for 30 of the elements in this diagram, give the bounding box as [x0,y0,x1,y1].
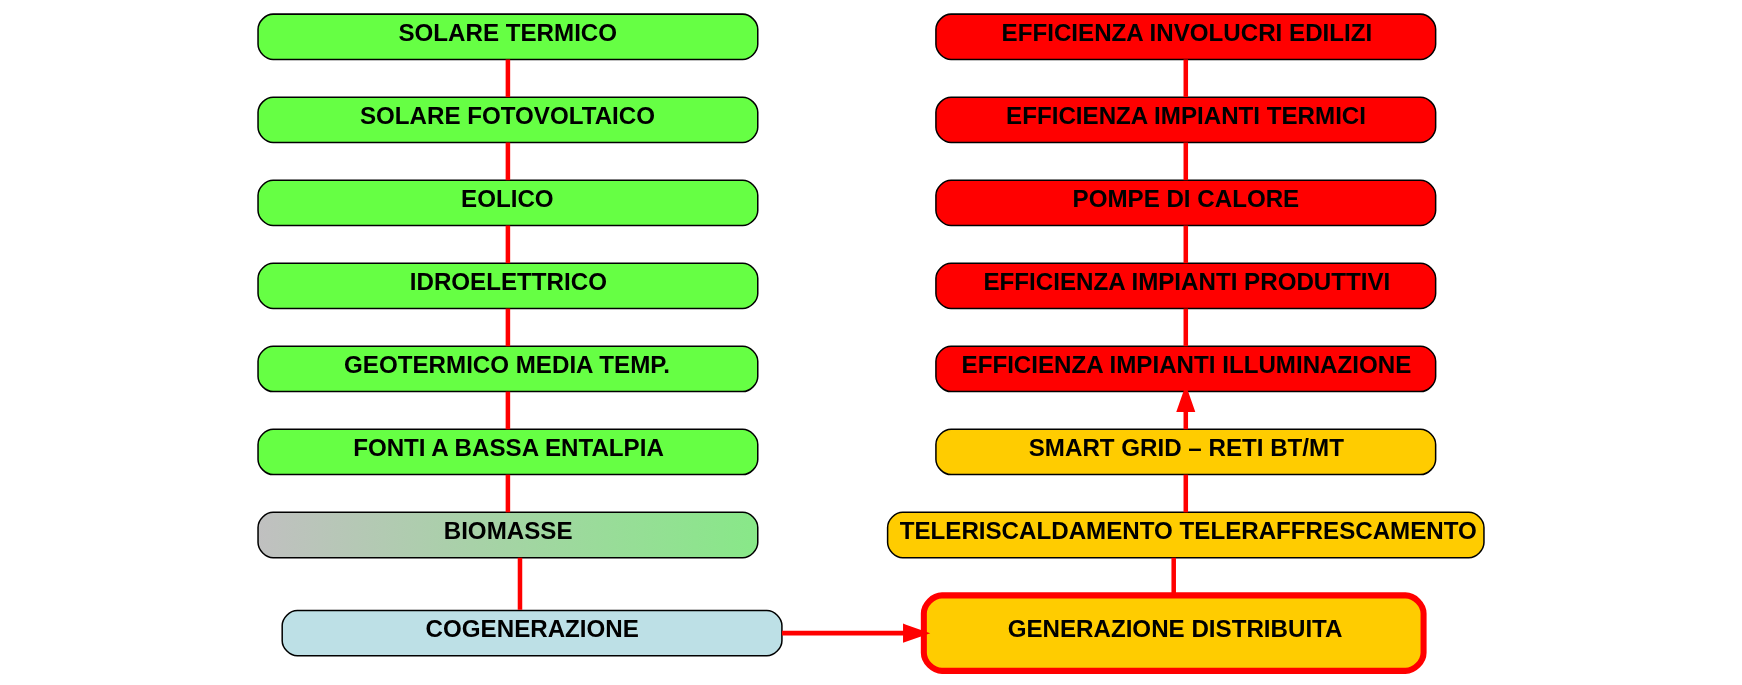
connector [1183,308,1189,347]
connector [505,391,511,430]
node-box: TELERISCALDAMENTO TELERAFFRESCAMENTO [886,511,1485,559]
node-box: SOLARE FOTOVOLTAICO [257,96,759,144]
arrow [781,623,931,643]
node-box: EFFICIENZA IMPIANTI PRODUTTIVI [935,262,1437,310]
connector [505,474,511,513]
connector [505,142,511,181]
node-box: IDROELETTRICO [257,262,759,310]
node-box: POMPE DI CALORE [935,179,1437,227]
node-box: GENERAZIONE DISTRIBUITA [920,592,1427,674]
node-box: EFFICIENZA IMPIANTI TERMICI [935,96,1437,144]
node-box: SOLARE TERMICO [257,13,759,61]
connector [1183,474,1189,513]
node-box: EFFICIENZA IMPIANTI ILLUMINAZIONE [935,345,1437,393]
connector [517,557,523,610]
node-box: FONTI A BASSA ENTALPIA [257,428,759,476]
connector [505,308,511,347]
node-box: EFFICIENZA INVOLUCRI EDILIZI [935,13,1437,61]
node-box: GEOTERMICO MEDIA TEMP. [257,345,759,393]
node-box: BIOMASSE [257,511,759,559]
node-box: SMART GRID – RETI BT/MT [935,428,1437,476]
connector [1183,59,1189,98]
connector [1171,557,1176,596]
node-box: EOLICO [257,179,759,227]
connector [1183,225,1189,264]
connector [505,225,511,264]
node-box: COGENERAZIONE [281,609,783,657]
connector [1183,142,1189,181]
connector [505,59,511,98]
